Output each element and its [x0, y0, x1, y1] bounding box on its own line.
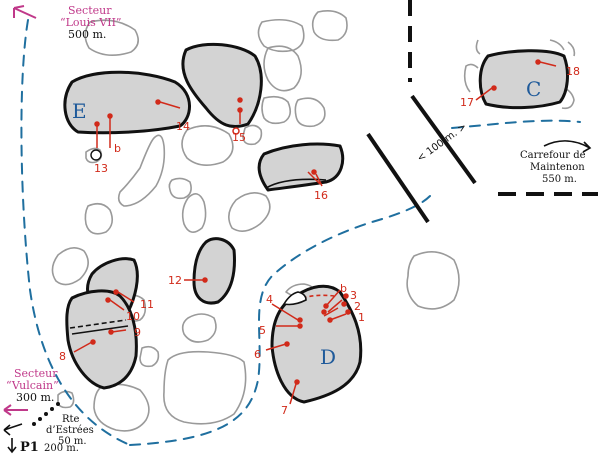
marker-6: 6 [254, 348, 261, 361]
marker-17: 17 [460, 96, 474, 109]
marker-b-d: b [340, 282, 347, 295]
track-line-south [366, 132, 430, 224]
background-rock [93, 383, 150, 432]
boulder-15 [181, 42, 263, 129]
background-rock [51, 247, 89, 286]
marker-arrows [73, 61, 557, 405]
vulcain-line3: 300 m. [16, 391, 54, 404]
estrees-line2: d’Estrées [46, 425, 94, 436]
sector-c-label: C [526, 77, 541, 101]
background-rock [242, 124, 263, 146]
marker-1: 1 [358, 311, 365, 324]
background-rocks [51, 10, 576, 432]
marker-18: 18 [566, 65, 580, 78]
boulder-16-edge [265, 178, 327, 189]
boulder-12 [192, 237, 236, 305]
marker-13: 13 [94, 162, 108, 175]
marker-7: 7 [281, 404, 288, 417]
background-rock [84, 202, 114, 235]
background-rock [311, 10, 348, 42]
arrow-up-left-icon [13, 5, 37, 19]
carrefour-direction: Carrefour de Maintenon 550 m. [520, 140, 592, 185]
boulder-d-block [282, 291, 307, 306]
arrow-down-left-icon [3, 423, 23, 436]
background-rock [139, 345, 160, 368]
path-east [451, 119, 581, 129]
path-west [20, 19, 131, 446]
carrefour-line2: Maintenon [530, 162, 585, 173]
background-rock [263, 45, 302, 92]
louis-vii-direction: Secteur “Louis VII” 500 m. [13, 4, 122, 41]
louis-vii-line2: “Louis VII” [60, 16, 122, 29]
background-rock [228, 192, 271, 232]
background-rock [163, 350, 247, 425]
marker-15: 15 [232, 131, 246, 144]
background-rock [84, 19, 139, 56]
track-lines [366, 0, 598, 224]
marker-3: 3 [350, 289, 357, 302]
problem-markers [73, 59, 557, 405]
background-rock [181, 125, 234, 166]
arrow-down-icon [7, 438, 17, 454]
marker-11: 11 [140, 298, 154, 311]
carrefour-line1: Carrefour de [520, 150, 586, 161]
boulder-16 [257, 142, 345, 192]
sector-d-label: D [320, 345, 336, 369]
background-rock [406, 251, 460, 310]
marker-13-hold [90, 149, 102, 161]
sector-e-label: E [72, 99, 87, 123]
estrees-line1: Rte [62, 414, 80, 425]
marker-15-hold [232, 127, 240, 135]
boulder-details [69, 178, 335, 335]
marker-10: 10 [126, 310, 140, 323]
marker-12: 12 [168, 274, 182, 287]
background-rock [257, 18, 305, 53]
louis-vii-line3: 500 m. [68, 28, 106, 41]
marker-14: 14 [176, 120, 190, 133]
path-center [129, 195, 431, 446]
estrees-line3: 50 m. [58, 436, 87, 447]
background-rock [181, 193, 207, 233]
dotted-trail [32, 402, 60, 426]
problem-numbers: 13 b 14 15 16 12 11 10 9 8 4 5 6 7 b 3 2… [59, 65, 580, 417]
boulder-c [478, 49, 569, 110]
vulcain-direction: Secteur “Vulcain” 300 m. [3, 367, 59, 416]
parking-code: P1 [20, 440, 39, 455]
boulder-8 [65, 289, 138, 390]
track-line-north [410, 94, 477, 185]
marker-dots [90, 59, 541, 385]
vulcain-line2: “Vulcain” [6, 379, 59, 392]
marker-9: 9 [134, 326, 141, 339]
background-rock [463, 39, 576, 110]
boulder-8-ledge [69, 319, 127, 329]
marker-b-e: b [114, 142, 121, 155]
background-rock [117, 134, 166, 207]
marker-4: 4 [266, 293, 273, 306]
arrow-left-icon [3, 404, 28, 416]
marker-5: 5 [259, 324, 266, 337]
carrefour-line3: 550 m. [542, 174, 577, 185]
vulcain-line1: Secteur [14, 367, 58, 380]
sector-letters: E C D [72, 77, 541, 369]
arrow-right-curved-icon [543, 140, 592, 153]
marker-8: 8 [59, 350, 66, 363]
estrees-direction: Rte d’Estrées 50 m. P1 200 m. [3, 402, 94, 455]
main-boulders [63, 42, 569, 404]
background-rock [294, 97, 326, 128]
scale-label: < 100 m. > [415, 121, 469, 164]
marker-2: 2 [354, 300, 361, 313]
background-rock [168, 177, 192, 200]
boulder-e [63, 70, 191, 135]
background-rock [261, 95, 292, 125]
walking-paths [20, 19, 581, 446]
parking-distance: 200 m. [44, 443, 79, 454]
louis-vii-line1: Secteur [68, 4, 112, 17]
marker-16: 16 [314, 189, 328, 202]
background-rock [181, 313, 217, 343]
boulder-8-ledge-lower [71, 325, 129, 335]
